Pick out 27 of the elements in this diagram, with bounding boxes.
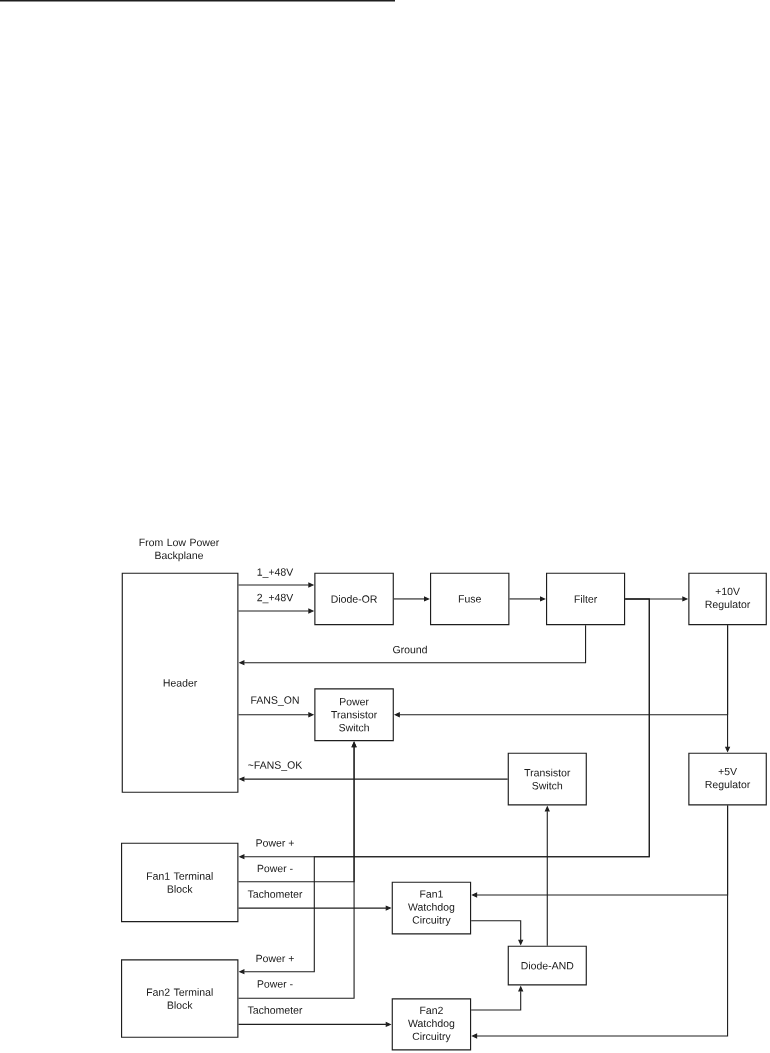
- edge-label: Tachometer: [247, 1006, 303, 1014]
- edge-label: Power -: [257, 980, 293, 988]
- edge-label: Power -: [257, 864, 293, 873]
- block-box: Diode-OR: [314, 572, 394, 626]
- block-box: Fan1 Watchdog Circuitry: [391, 881, 472, 935]
- edge-label: 2_+48V: [257, 593, 294, 604]
- edge-label: FANS_ON: [251, 696, 299, 706]
- arrow: [393, 596, 430, 602]
- block-box: Fan1 Terminal Block: [121, 842, 239, 923]
- block-box: +10V Regulator: [688, 572, 767, 626]
- block-box: Diode-AND: [507, 945, 587, 986]
- block-box: Filter: [546, 572, 626, 626]
- block-box: +5V Regulator: [688, 752, 767, 806]
- edge-label: Power +: [256, 839, 294, 847]
- arrow: [508, 596, 546, 602]
- block-box: Transistor Switch: [507, 752, 587, 806]
- edge-label: ~FANS_OK: [248, 761, 303, 771]
- node-label: From Low Power Backplane: [139, 538, 220, 562]
- block-box: Header: [121, 572, 239, 793]
- block-box: Fan2 Terminal Block: [121, 959, 239, 1038]
- edge-label: Ground: [393, 645, 427, 654]
- block-box: Power Transistor Switch: [314, 688, 394, 742]
- edge-label: 1_+48V: [257, 568, 294, 578]
- edge-label: Power +: [256, 954, 294, 963]
- edge-label: Tachometer: [247, 890, 303, 898]
- block-box: Fuse: [430, 572, 510, 626]
- block-box: Fan2 Watchdog Circuitry: [391, 998, 472, 1051]
